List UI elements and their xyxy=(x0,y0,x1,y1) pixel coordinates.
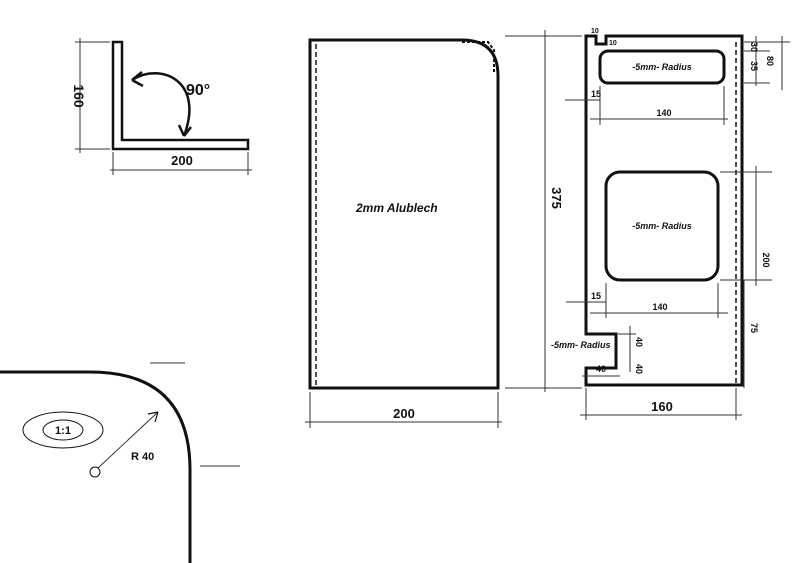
angle-profile: 160 200 90° xyxy=(71,38,252,175)
detail-radius-curve xyxy=(0,370,192,563)
aluminum-sheet: 2mm Alublech 200 xyxy=(305,38,502,428)
scale-ellipse-inner xyxy=(42,419,84,441)
tab-width-label-a: 10 xyxy=(591,28,599,35)
profile-width-label: 200 xyxy=(171,153,193,168)
angle-label: 90° xyxy=(186,82,210,99)
radius-arrow-icon xyxy=(147,411,159,423)
slot-position-label: 80 xyxy=(765,56,775,66)
sheet-outline xyxy=(308,38,500,390)
notch-radius-label: -5mm- Radius xyxy=(551,340,611,350)
window-cutout xyxy=(604,170,720,282)
slot-width-label: 140 xyxy=(656,108,671,118)
scale-label: 1:1 xyxy=(55,425,71,437)
window-inset-label: 15 xyxy=(591,291,601,301)
notch-width-label: 40 xyxy=(596,364,606,374)
top-slot-radius-label: -5mm- Radius xyxy=(632,62,692,72)
radius-detail: 1:1 R 40 xyxy=(0,362,240,563)
overall-height-dimension: 375 xyxy=(505,30,582,392)
sheet-width-label: 200 xyxy=(393,406,415,421)
slot-height-label: 35 xyxy=(749,61,759,71)
radius-arrow-line xyxy=(97,411,159,469)
slot-inset-label: 15 xyxy=(591,89,601,99)
window-height-label: 200 xyxy=(761,252,771,267)
radius-center-point xyxy=(89,466,101,478)
cutout-panel: 10 10 -5mm- Radius 30 35 80 15 140 -5mm-… xyxy=(551,28,790,420)
slot-offset-label: 30 xyxy=(749,42,759,52)
sheet-material-label: 2mm Alublech xyxy=(355,201,438,215)
top-slot-cutout xyxy=(598,49,726,85)
window-bottom-offset-label: 75 xyxy=(749,323,759,333)
angle-profile-shape xyxy=(111,40,250,151)
notch-height-label: 40 xyxy=(634,337,644,347)
window-radius-label: -5mm- Radius xyxy=(632,221,692,231)
radius-label: R 40 xyxy=(131,451,154,463)
angle-arc-icon xyxy=(131,72,191,137)
scale-ellipse xyxy=(22,411,104,449)
sheet-corner-marker xyxy=(462,41,495,72)
cutout-panel-outline xyxy=(584,34,744,387)
overall-height-label: 375 xyxy=(549,187,564,209)
window-width-label: 140 xyxy=(652,302,667,312)
panel-width-label: 160 xyxy=(651,399,673,414)
tab-width-label-b: 10 xyxy=(609,40,617,47)
profile-height-label: 160 xyxy=(71,84,87,108)
notch-bottom-label: 40 xyxy=(634,364,644,374)
